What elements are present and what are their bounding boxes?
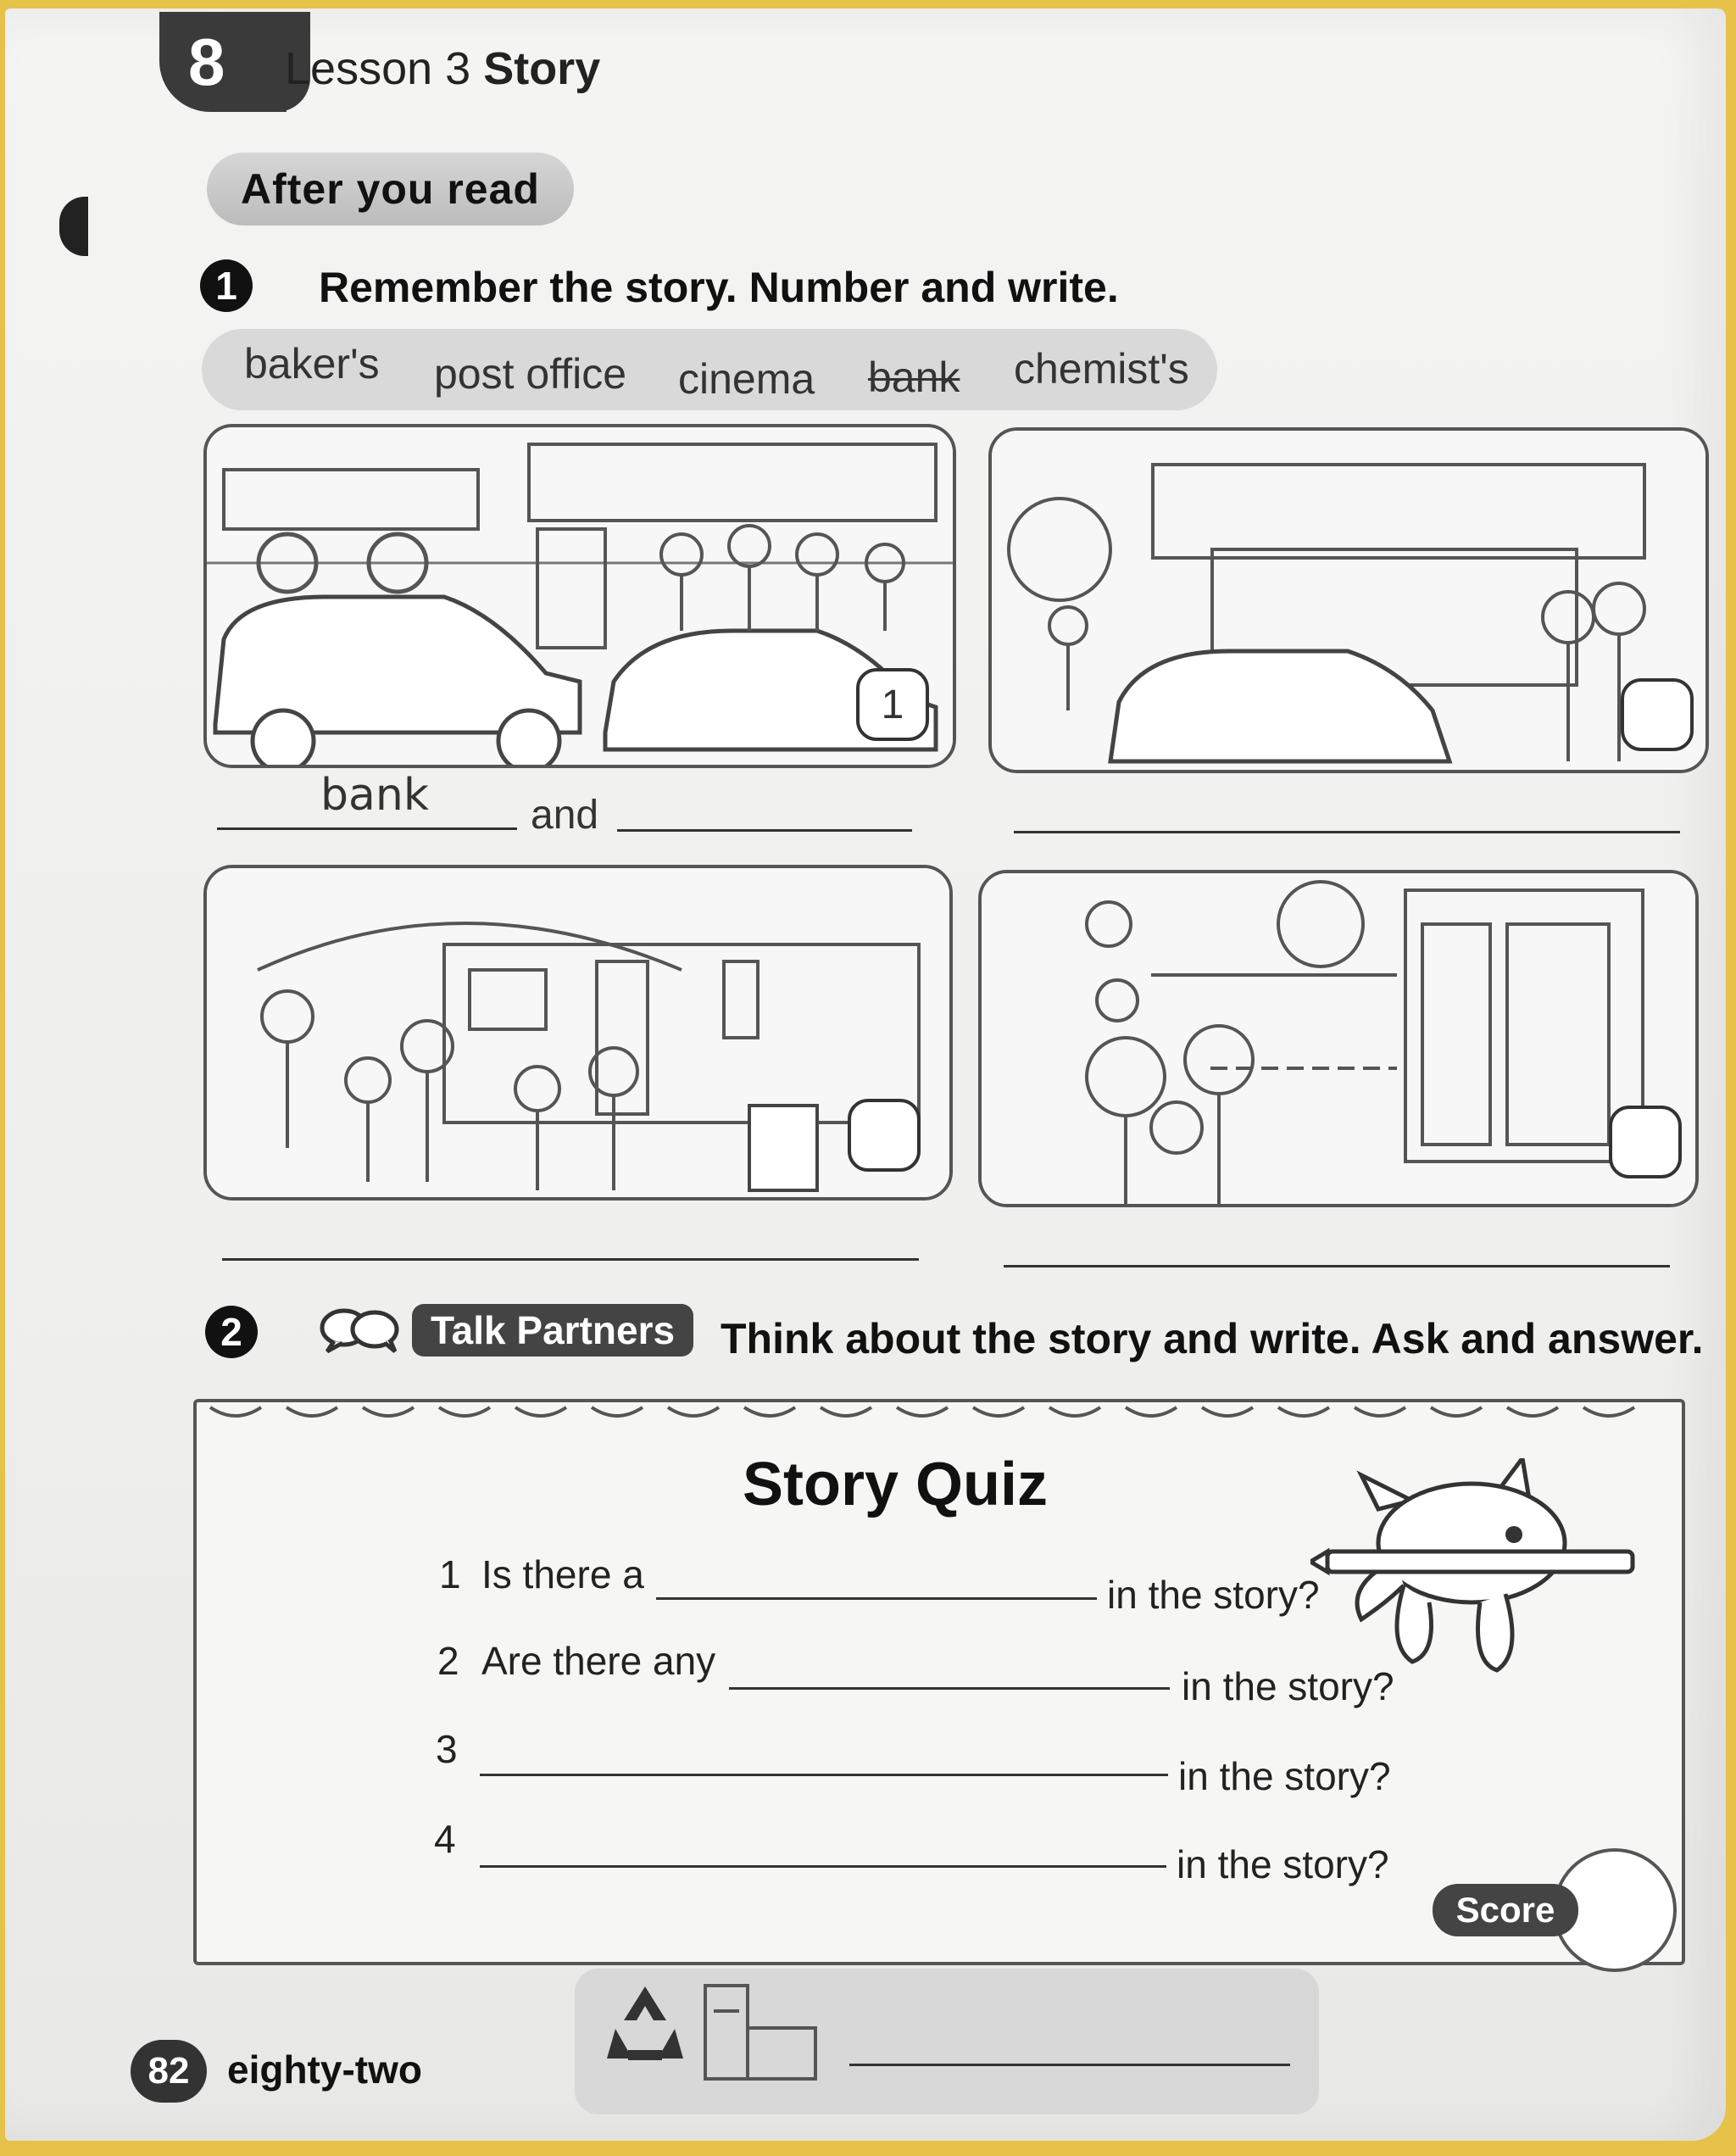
question-1-end: in the story? — [1107, 1573, 1320, 1617]
question-4-blank[interactable] — [480, 1865, 1166, 1868]
panel-3-number-box[interactable] — [848, 1099, 921, 1172]
chemists-scene-illustration — [982, 873, 1695, 1204]
lesson-title: Lesson 3 Story — [285, 42, 600, 95]
score-label: Score — [1433, 1884, 1578, 1936]
speech-bubbles-icon — [320, 1308, 399, 1354]
workbook-page: 8 Lesson 3 Story After you read 1 Rememb… — [5, 8, 1726, 2141]
story-panel-3 — [203, 865, 953, 1201]
panel-1-number-box[interactable]: 1 — [856, 668, 929, 741]
exercise-2-number: 2 — [205, 1306, 258, 1358]
exercise-1-instruction: Remember the story. Number and write. — [319, 264, 1119, 311]
answer-line-4[interactable] — [1004, 1265, 1670, 1267]
lesson-name: Story — [483, 43, 601, 94]
talk-partners-badge: Talk Partners — [412, 1304, 694, 1357]
question-3-blank[interactable] — [480, 1774, 1168, 1776]
answer-line-1b[interactable] — [617, 829, 912, 832]
story-quiz-title: Story Quiz — [743, 1451, 1049, 1518]
word-post-office: post office — [434, 350, 627, 398]
page-number-words: eighty-two — [227, 2047, 422, 2092]
street-scene-illustration — [207, 427, 953, 765]
house-items-icon — [704, 1984, 817, 2081]
handwritten-answer-1: bank — [320, 770, 429, 821]
edge-marker — [59, 197, 88, 256]
unit-number: 8 — [188, 24, 225, 99]
word-chemists: chemist's — [1014, 345, 1189, 393]
word-cinema: cinema — [678, 355, 815, 403]
panel-2-number-box[interactable] — [1621, 678, 1694, 751]
panel-4-number-box[interactable] — [1609, 1106, 1682, 1178]
question-2-blank[interactable] — [729, 1687, 1170, 1690]
exercise-1-number: 1 — [200, 259, 253, 312]
question-4-number: 4 — [434, 1817, 456, 1861]
question-1-blank[interactable] — [656, 1597, 1097, 1600]
question-3-number: 3 — [436, 1727, 458, 1771]
question-2-end: in the story? — [1182, 1664, 1394, 1708]
recycle-answer-line[interactable] — [849, 2064, 1290, 2066]
answer-line-3[interactable] — [222, 1258, 919, 1261]
after-you-read-pill: After you read — [207, 153, 574, 226]
dog-with-pencil-illustration — [1310, 1458, 1635, 1673]
story-panel-2 — [988, 427, 1709, 773]
recycle-icon — [607, 1986, 683, 2060]
answer-line-1a[interactable] — [217, 827, 517, 830]
page-number-badge: 82 — [131, 2040, 207, 2103]
answer-line-2[interactable] — [1014, 831, 1680, 833]
unit-number-tab: 8 — [159, 12, 287, 112]
word-bank-crossed: bank — [868, 354, 960, 401]
connector-and: and — [531, 793, 599, 838]
talk-partners-group: Talk Partners — [319, 1304, 694, 1357]
exercise-2-instruction: Think about the story and write. Ask and… — [721, 1315, 1704, 1362]
bakery-scene-illustration — [992, 431, 1705, 770]
question-2-number: 2 — [437, 1639, 459, 1683]
question-3-end: in the story? — [1178, 1754, 1391, 1798]
story-panel-4 — [978, 870, 1699, 1207]
post-office-scene-illustration — [207, 868, 949, 1197]
question-1-number: 1 — [439, 1552, 461, 1596]
notepad-spiral-binding — [209, 1406, 1636, 1418]
question-4-end: in the story? — [1177, 1842, 1389, 1886]
question-2-start: Are there any — [481, 1639, 716, 1683]
lesson-prefix: Lesson 3 — [285, 43, 471, 94]
question-1-start: Is there a — [481, 1552, 644, 1596]
story-panel-1 — [203, 424, 956, 768]
word-bakers: baker's — [244, 340, 380, 387]
word-bank — [202, 329, 1217, 410]
recycle-strip — [575, 1969, 1319, 2114]
